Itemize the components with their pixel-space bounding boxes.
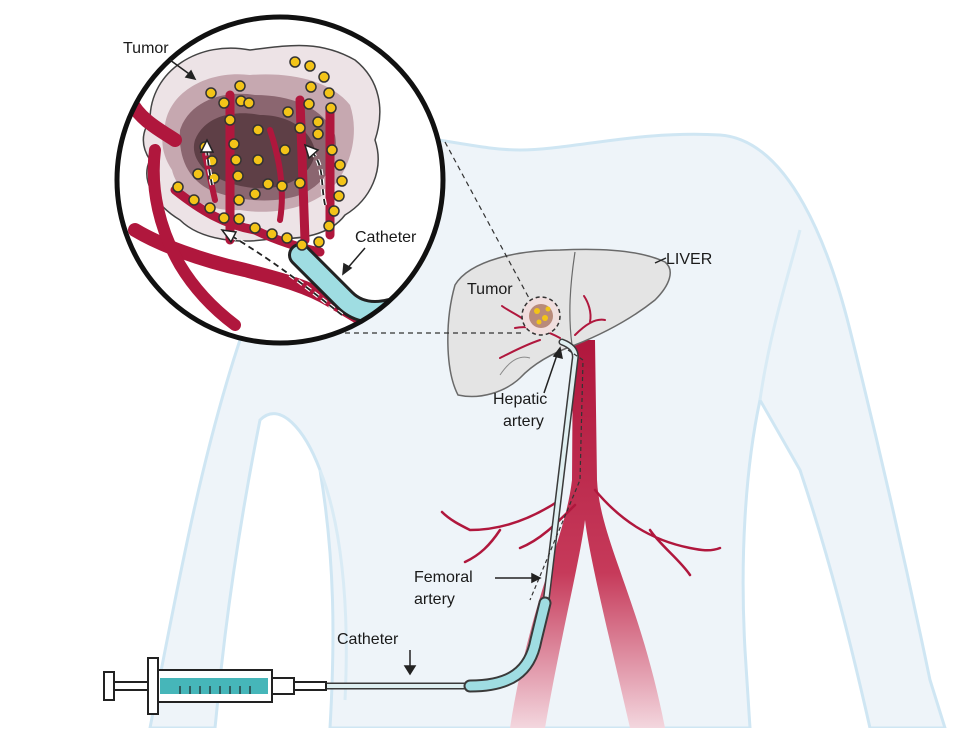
femoral-artery-label-line1: Femoral	[414, 569, 473, 586]
magnifier-circle-icon	[114, 14, 446, 346]
leader-arrows	[169, 59, 667, 676]
hepatic-artery-label-line1: Hepatic	[493, 391, 548, 408]
liver-tumor	[521, 296, 561, 336]
inset-tumor-label: Tumor	[123, 40, 169, 57]
syringe-icon	[103, 657, 327, 715]
catheter-line	[321, 338, 584, 693]
liver-tumor-label: Tumor	[467, 281, 513, 298]
hepatic-artery-label-line2: artery	[503, 413, 544, 430]
femoral-artery-label-line2: artery	[414, 591, 455, 608]
inset-catheter-label: Catheter	[353, 228, 419, 247]
bottom-catheter-label: Catheter	[337, 631, 399, 648]
liver-label: LIVER	[666, 251, 713, 268]
aorta	[440, 340, 722, 728]
liver	[447, 248, 671, 398]
zoom-guides	[345, 141, 531, 334]
